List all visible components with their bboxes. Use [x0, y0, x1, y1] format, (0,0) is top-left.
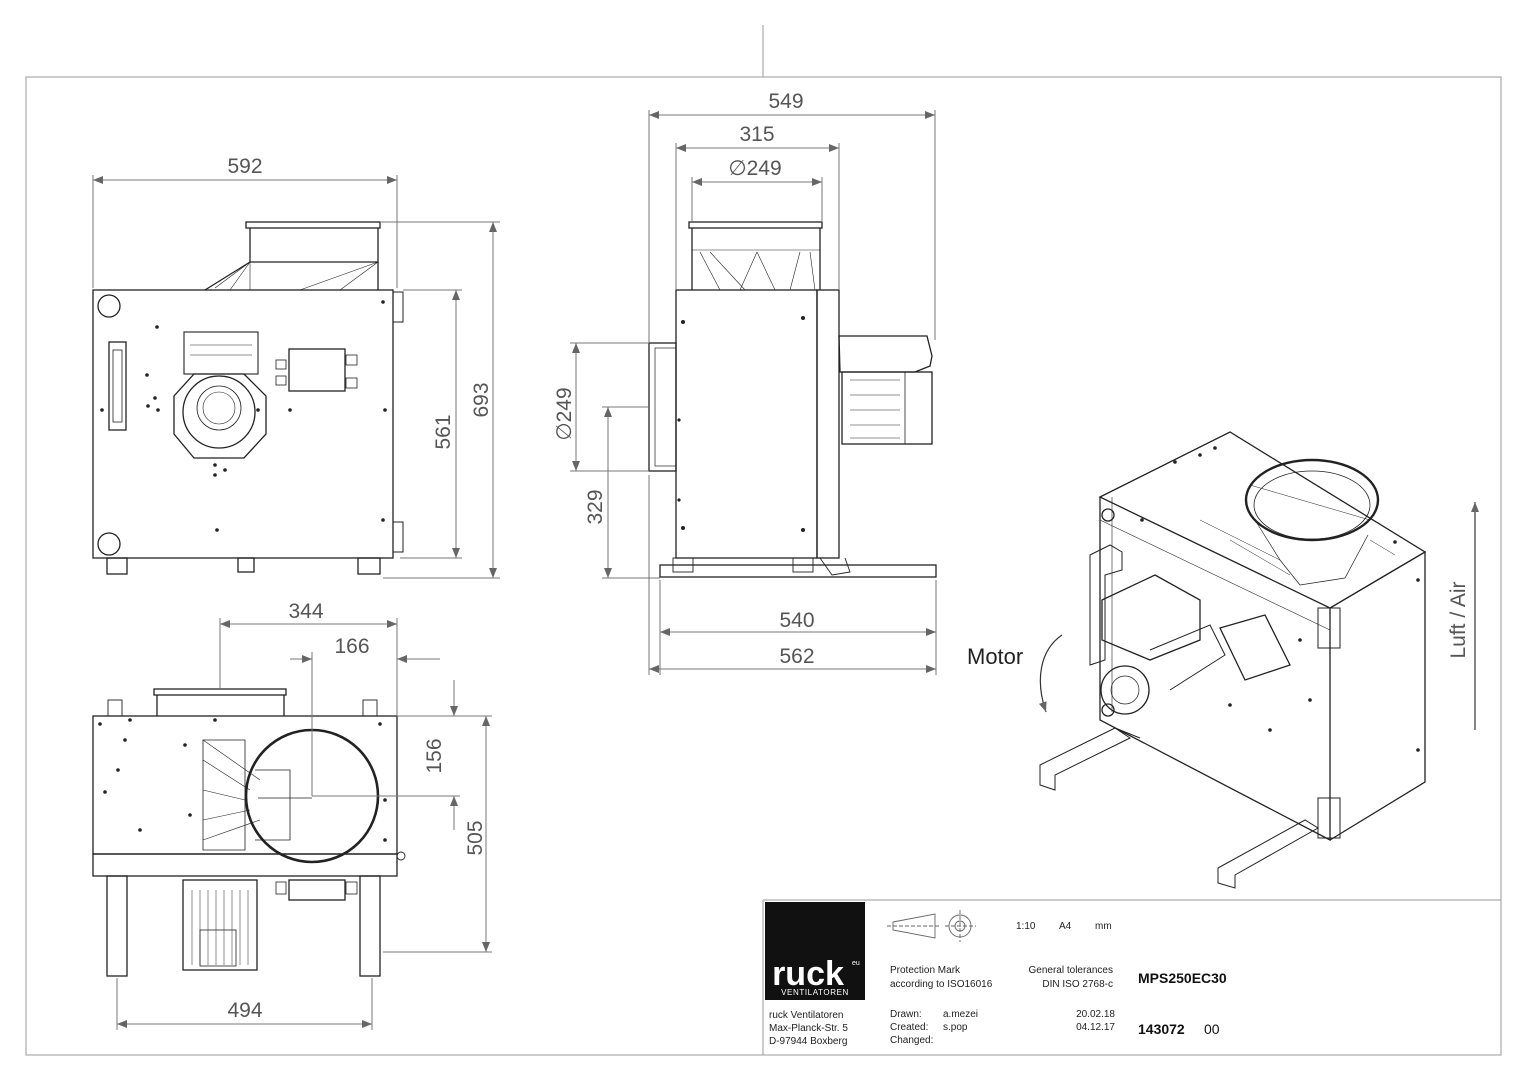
- created-by: s.pop: [943, 1022, 968, 1033]
- protection-line-2: according to ISO16016: [890, 979, 993, 990]
- bottom-view: [92, 688, 406, 977]
- revision: 00: [1204, 1021, 1220, 1037]
- dim-bottom-505: 505: [464, 820, 487, 855]
- logo-superscript: eu: [852, 960, 860, 967]
- paper-size: A4: [1059, 921, 1072, 932]
- side-view-dimensions: [570, 110, 937, 675]
- drawn-date: 20.02.18: [1076, 1009, 1115, 1020]
- created-date: 04.12.17: [1076, 1022, 1115, 1033]
- projection-symbol: [887, 910, 976, 942]
- logo-subtitle: VENTILATOREN: [781, 988, 849, 997]
- isometric-view: [1039, 431, 1427, 889]
- created-label: Created:: [890, 1022, 928, 1033]
- dim-side-base-540: 540: [779, 609, 814, 632]
- company-line-1: ruck Ventilatoren: [769, 1010, 844, 1021]
- side-view: [648, 221, 937, 578]
- motor-rotation-arrow: [1038, 634, 1063, 713]
- dim-bottom-494: 494: [227, 999, 262, 1022]
- drawn-label: Drawn:: [890, 1009, 922, 1020]
- bottom-view-holes: [98, 718, 387, 842]
- drawn-by: a.mezei: [943, 1009, 978, 1020]
- unit: mm: [1095, 921, 1112, 932]
- dim-front-height-body: 561: [432, 414, 455, 449]
- dim-side-width-body: 315: [739, 123, 774, 146]
- side-view-holes: [677, 316, 805, 532]
- tolerance-line-1: General tolerances: [1029, 965, 1114, 976]
- front-view-holes: [100, 300, 387, 532]
- front-view-dimensions: [92, 175, 500, 579]
- dim-side-inlet-height: 329: [584, 489, 607, 524]
- drawing-number: 143072: [1138, 1021, 1185, 1037]
- company-line-3: D-97944 Boxberg: [769, 1036, 847, 1047]
- logo-text: ruck: [772, 955, 844, 993]
- airflow-label: Luft / Air: [1447, 581, 1470, 658]
- scale: 1:10: [1016, 921, 1036, 932]
- dim-side-base-562: 562: [779, 645, 814, 668]
- dim-side-width-total: 549: [768, 90, 803, 113]
- isometric-view-holes: [1140, 446, 1420, 752]
- dim-bottom-344: 344: [288, 600, 323, 623]
- dim-side-diameter-top: ∅249: [728, 157, 781, 180]
- tolerance-line-2: DIN ISO 2768-c: [1042, 979, 1113, 990]
- model-number: MPS250EC30: [1138, 970, 1227, 986]
- changed-label: Changed:: [890, 1035, 933, 1046]
- dim-side-diameter-inlet: ∅249: [553, 387, 576, 440]
- dim-bottom-156: 156: [423, 738, 446, 773]
- title-block: [762, 899, 1501, 1055]
- front-view: [92, 221, 404, 575]
- protection-line-1: Protection Mark: [890, 965, 961, 976]
- dim-front-width: 592: [227, 155, 262, 178]
- company-line-2: Max-Planck-Str. 5: [769, 1023, 848, 1034]
- motor-label: Motor: [967, 644, 1023, 669]
- bottom-view-dimensions: [116, 618, 492, 1030]
- dim-front-height-total: 693: [470, 382, 493, 417]
- dim-bottom-166: 166: [334, 635, 369, 658]
- ruck-logo: [765, 902, 865, 1000]
